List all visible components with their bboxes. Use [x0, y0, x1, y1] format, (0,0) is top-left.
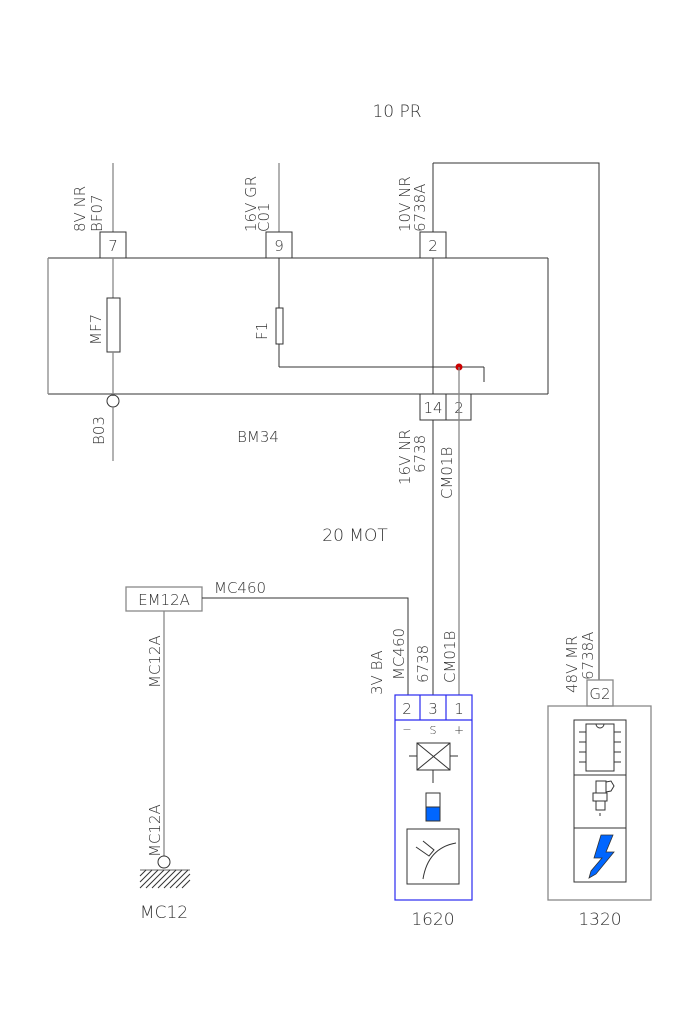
component-1320[interactable]	[547, 705, 652, 901]
lightning-icon	[588, 834, 615, 879]
ground-label-b03: B03	[90, 416, 108, 445]
ic-chip-icon	[579, 723, 621, 772]
fuse-label-f1: F1	[253, 322, 271, 340]
pin-number: 7	[108, 237, 118, 255]
wire-id-label: 6738A	[579, 632, 597, 680]
sensor-bridge-icon	[409, 742, 458, 783]
fuse-f1	[275, 307, 284, 345]
wire-mc460	[202, 597, 409, 695]
pin-number: G2	[589, 685, 610, 703]
pin-number: 9	[274, 237, 284, 255]
bm34-pin-14[interactable]: 14	[419, 393, 447, 421]
pin-number: 3	[428, 700, 438, 718]
wire-voltage-label: 16V GR	[242, 176, 260, 232]
wire-6738a	[433, 162, 600, 680]
fuse-mf7	[106, 297, 121, 353]
wire-label-mc460: MC460	[214, 579, 266, 597]
pin-number: 14	[423, 399, 442, 417]
wire-id-label: CM01B	[438, 447, 456, 499]
zone-label-middle: 20 MOT	[322, 526, 388, 546]
wire-label-mc12a-2: MC12A	[146, 804, 164, 857]
pin-sign: −	[402, 723, 411, 736]
wire-voltage-label: 8V NR	[71, 186, 89, 232]
ground-label-mc12: MC12	[140, 903, 188, 923]
bm34-label: BM34	[237, 428, 279, 446]
component-1320-pin-g2[interactable]: G2	[586, 679, 614, 707]
wire-id-label: CM01B	[441, 631, 459, 683]
zone-label-top: 10 PR	[372, 102, 421, 122]
wire-voltage-label: 10V NR	[396, 176, 414, 232]
pin-sign: +	[454, 723, 464, 737]
wire-id-label: 6738A	[411, 184, 429, 232]
ground-splice	[106, 394, 120, 408]
wire-id-label: BF07	[88, 194, 106, 232]
gauge-icon	[406, 828, 460, 885]
bm34-module[interactable]	[47, 257, 549, 395]
wire-label-mc12a: MC12A	[146, 635, 164, 688]
connector-label-3v-ba: 3V BA	[368, 650, 386, 695]
component-1620[interactable]	[394, 694, 473, 901]
pin-number: 1	[454, 700, 464, 718]
wire-voltage-label: 48V MR	[563, 636, 581, 693]
component-label-1620: 1620	[411, 910, 454, 930]
em12a-connector[interactable]: EM12A	[125, 586, 203, 612]
wire-id-label: MC460	[390, 628, 408, 680]
ground-symbol	[139, 869, 191, 889]
component-label-1320: 1320	[578, 910, 621, 930]
pin-number: 2	[428, 237, 438, 255]
level-indicator-icon	[425, 792, 441, 822]
wire-id-label: 6738	[414, 645, 432, 683]
injector-icon	[592, 780, 615, 816]
pin-number: 2	[402, 700, 412, 718]
wire-id-label: 6738	[411, 435, 429, 473]
fuse-label-mf7: MF7	[87, 314, 105, 345]
wire-voltage-label: 16V NR	[396, 429, 414, 485]
pin-sign: S	[430, 724, 437, 737]
wire-id-label: C01	[255, 202, 273, 232]
em12a-label: EM12A	[138, 591, 190, 609]
